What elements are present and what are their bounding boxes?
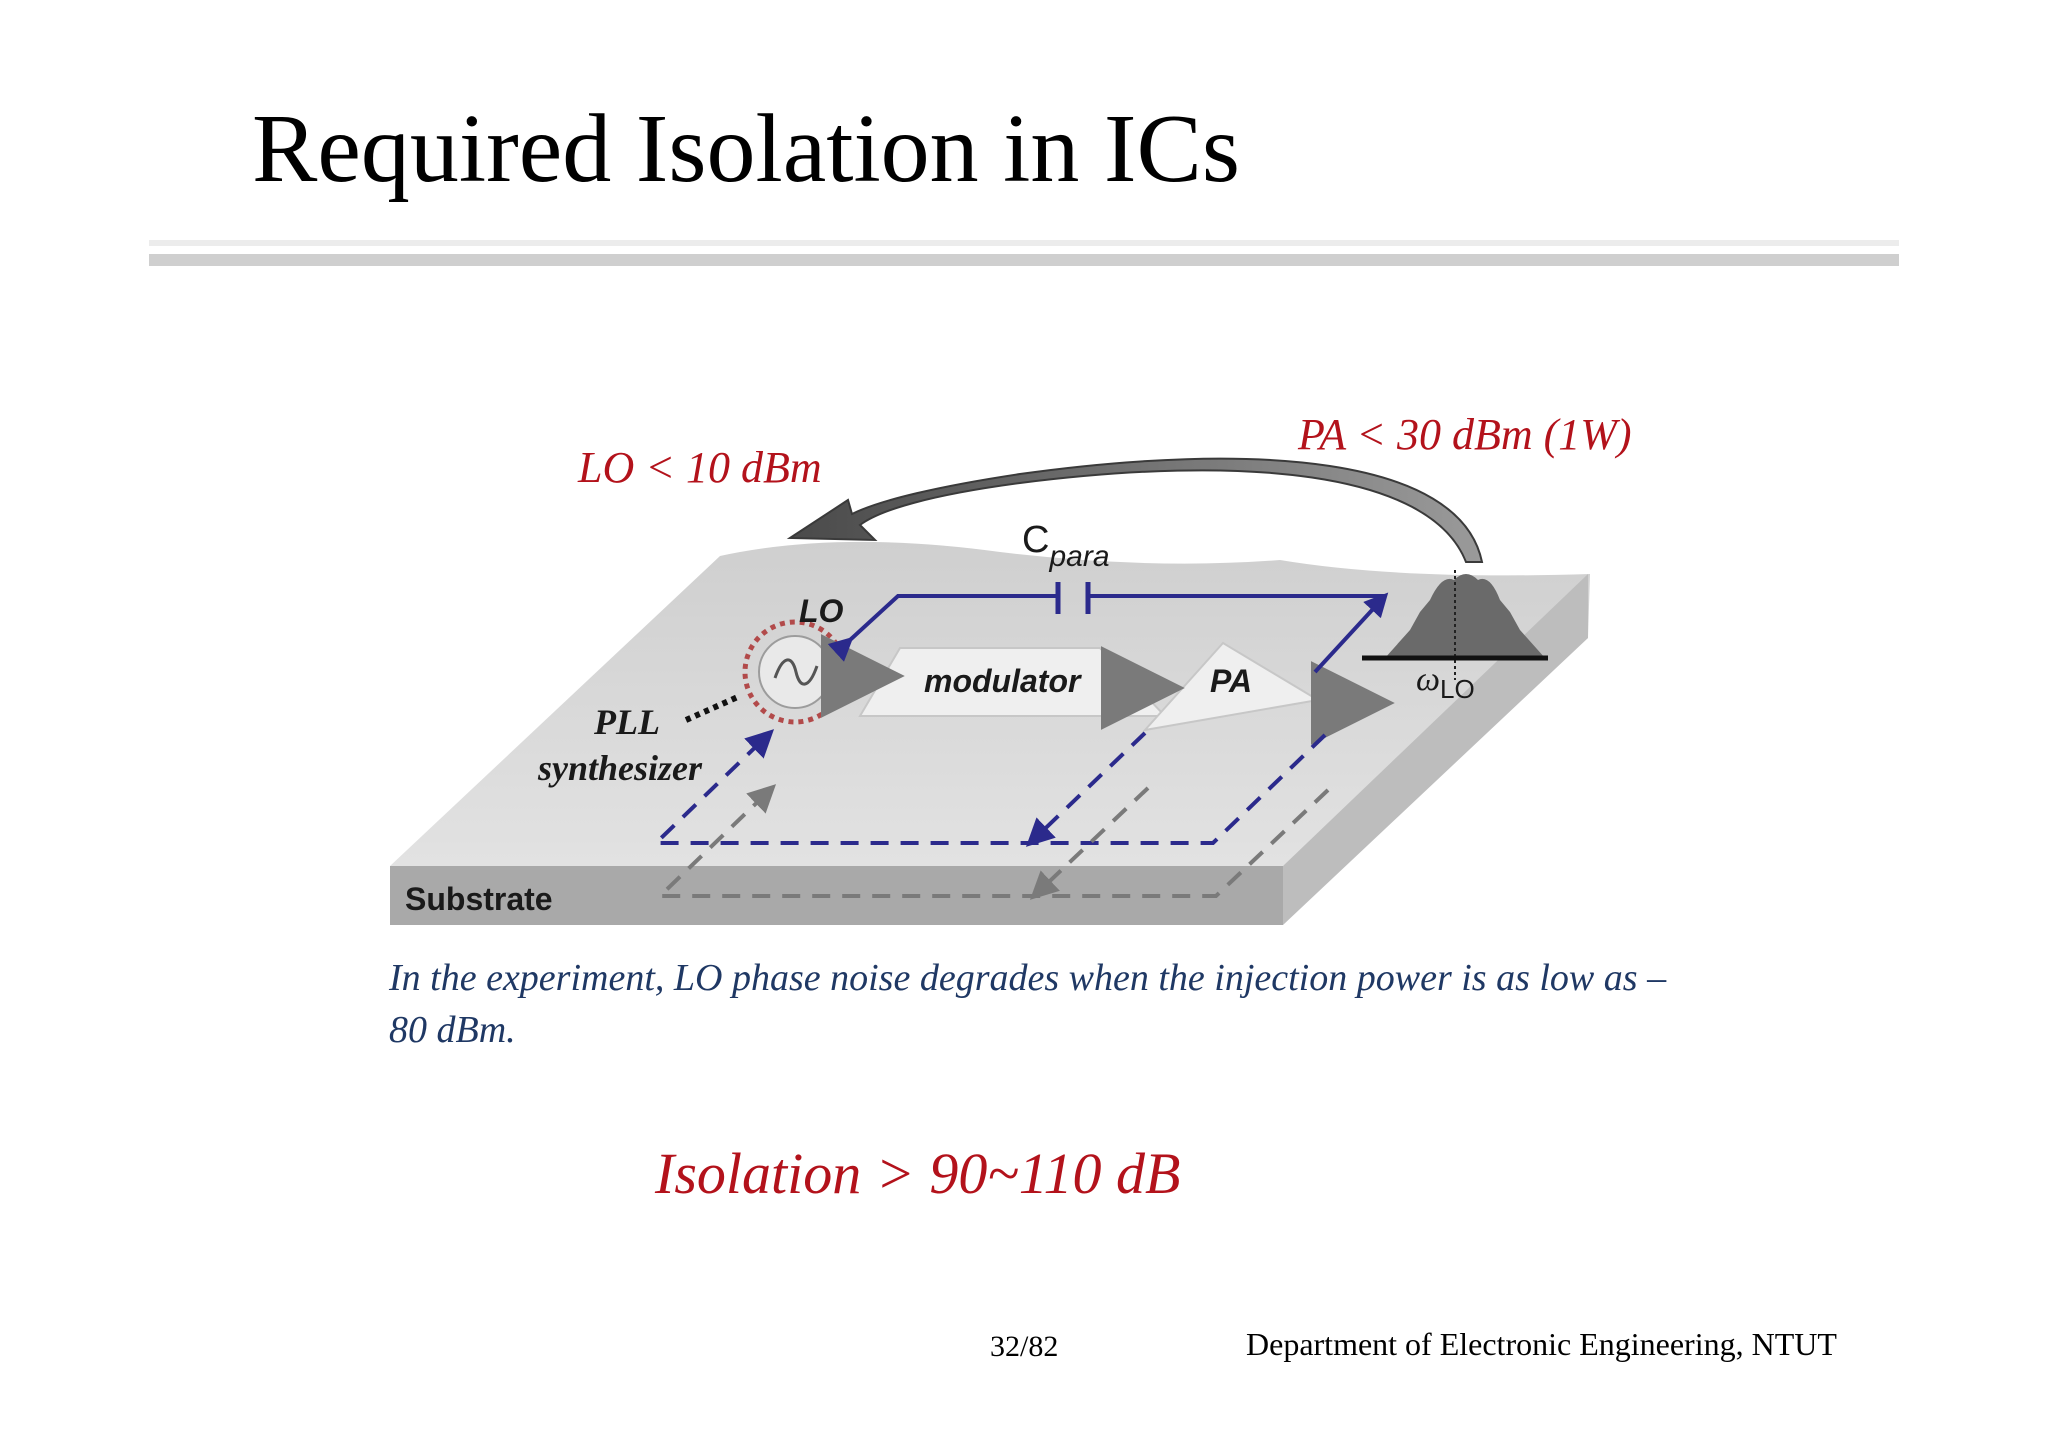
substrate-path-gray-modulator [1029, 786, 1150, 900]
pll-label-line1: PLL [593, 702, 660, 742]
substrate-path-blue [651, 729, 1327, 845]
cpara-label: Cpara [1022, 519, 1110, 573]
spectrum-shape [1385, 574, 1545, 658]
footer-department: Department of Electronic Engineering, NT… [1246, 1326, 1837, 1362]
omega-lo-label: ωLO [1416, 661, 1475, 704]
page-number: 32/82 [990, 1330, 1059, 1363]
cpara-path-left [827, 594, 1058, 662]
pa-coupling-line [1313, 592, 1389, 674]
pll-label-line2: synthesizer [537, 748, 703, 788]
title-divider-dark [149, 254, 1899, 266]
title-divider-light [149, 240, 1899, 246]
sine-wave-icon [773, 658, 819, 686]
pa-label: PA [1210, 663, 1252, 699]
lo-label: LO [799, 593, 844, 629]
substrate-path-blue-modulator [1025, 731, 1147, 847]
modulator-label: modulator [924, 663, 1082, 699]
substrate-label: Substrate [405, 881, 553, 917]
experiment-caption: In the experiment, LO phase noise degrad… [389, 957, 1667, 1051]
pa-power-label: PA < 30 dBm (1W) [1297, 410, 1632, 459]
substrate-path-gray [655, 784, 1330, 898]
lo-power-label: LO < 10 dBm [577, 443, 822, 492]
substrate-side-face [1283, 574, 1588, 925]
feedback-arrow [786, 457, 1484, 563]
isolation-requirement: Isolation > 90~110 dB [655, 1141, 1181, 1206]
substrate-front-face [390, 866, 1283, 925]
slide-title: Required Isolation in ICs [252, 95, 1241, 203]
